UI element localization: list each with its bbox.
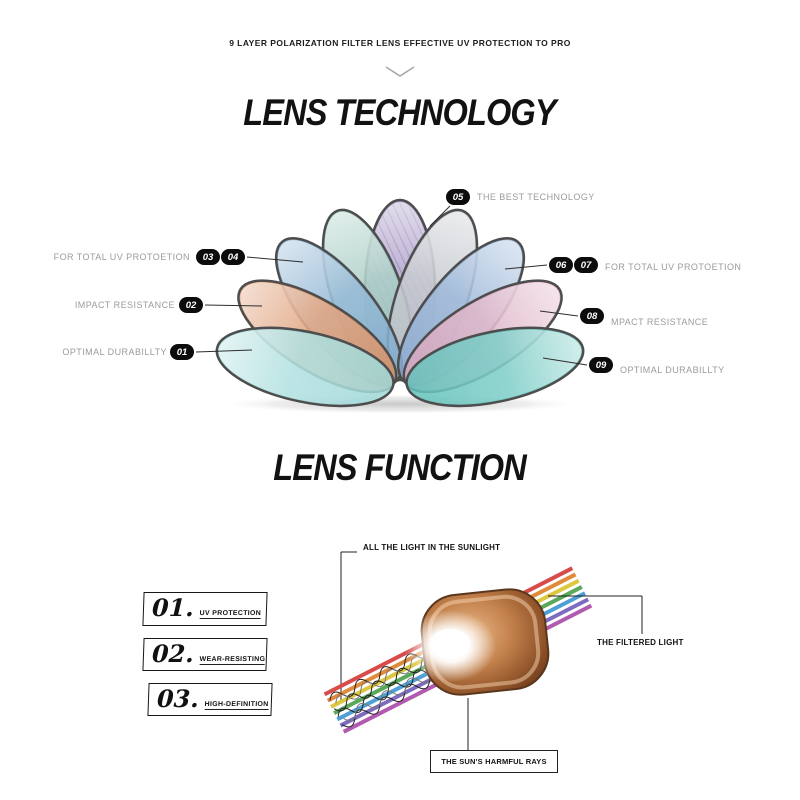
lens-petal-9 bbox=[405, 326, 585, 408]
feature-box-uv: 01. UV PROTECTION bbox=[142, 592, 268, 626]
label-durability-left: OPTIMAL DURABILLTY bbox=[62, 347, 167, 357]
label-best-technology: THE BEST TECHNOLOGY bbox=[477, 192, 595, 202]
feature-num-1: 01. bbox=[151, 593, 195, 622]
label-durability-right: OPTIMAL DURABILLTY bbox=[620, 365, 725, 375]
chevron-down-icon bbox=[385, 66, 415, 77]
filtered-pointer-line bbox=[548, 595, 643, 634]
fan-shadow bbox=[218, 394, 582, 414]
label-uv-right: FOR TOTAL UV PROTOETION bbox=[605, 262, 742, 272]
badge-05: 05 bbox=[446, 189, 470, 205]
fan-petals bbox=[215, 198, 585, 408]
label-impact-right: MPACT RESISTANCE bbox=[611, 317, 709, 327]
lens-fan-graphic bbox=[195, 198, 588, 414]
light-glow-core bbox=[430, 629, 470, 659]
badge-06: 06 bbox=[549, 257, 573, 273]
tagline: 9 LAYER POLARIZATION FILTER LENS EFFECTI… bbox=[229, 38, 571, 48]
badge-07: 07 bbox=[574, 257, 598, 273]
feature-label-3: HIGH-DEFINITION bbox=[204, 701, 269, 710]
badge-08: 08 bbox=[580, 308, 604, 324]
lens-petal-1 bbox=[215, 326, 395, 408]
callout-lines bbox=[195, 205, 588, 366]
label-impact-left: IMPACT RESISTANCE bbox=[74, 300, 175, 310]
feature-box-wear: 02. WEAR-RESISTING bbox=[142, 638, 268, 671]
badge-09: 09 bbox=[589, 357, 613, 373]
badge-04: 04 bbox=[221, 249, 245, 265]
section-title-technology: LENS TECHNOLOGY bbox=[243, 92, 557, 133]
sunlight-pointer-line bbox=[340, 551, 357, 700]
label-filtered-light: THE FILTERED LIGHT bbox=[597, 638, 684, 647]
feature-label-1: UV PROTECTION bbox=[199, 610, 262, 619]
feature-label-2: WEAR-RESISTING bbox=[199, 656, 266, 665]
label-all-light: ALL THE LIGHT IN THE SUNLIGHT bbox=[363, 543, 501, 552]
feature-box-hd: 03. HIGH-DEFINITION bbox=[147, 683, 273, 716]
label-uv-left: FOR TOTAL UV PROTOETION bbox=[53, 252, 190, 262]
label-harmful-rays: THE SUN'S HARMFUL RAYS bbox=[441, 757, 547, 766]
section-title-function: LENS FUNCTION bbox=[273, 447, 528, 488]
harmful-rays-box: THE SUN'S HARMFUL RAYS bbox=[430, 750, 558, 773]
badge-02: 02 bbox=[179, 297, 203, 313]
feature-num-2: 02. bbox=[151, 639, 195, 668]
lens-function-graphic bbox=[323, 551, 643, 750]
badge-03: 03 bbox=[196, 249, 220, 265]
badge-01: 01 bbox=[170, 344, 194, 360]
feature-num-3: 03. bbox=[156, 684, 200, 713]
